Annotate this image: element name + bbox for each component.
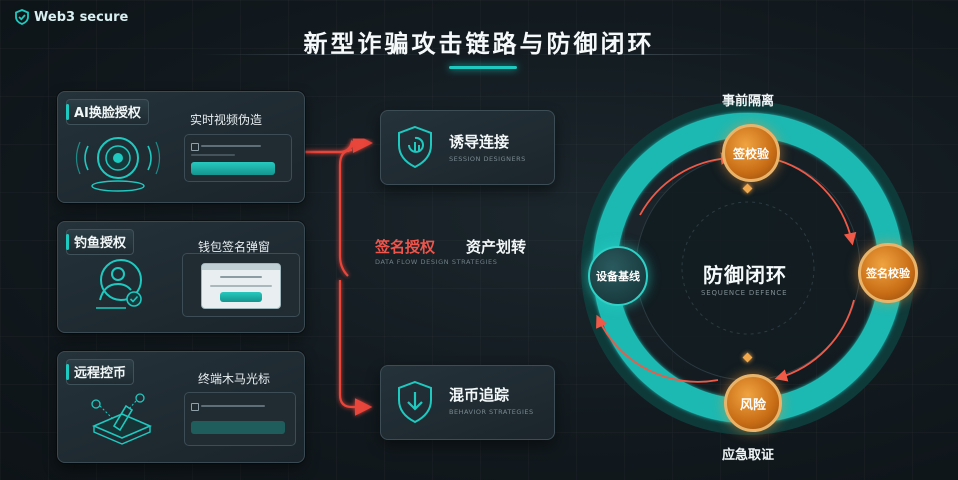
- logo-shield-icon: [15, 9, 29, 25]
- stage-box-trace[interactable]: 混币追踪 BEHAVIOR STRATEGIES: [380, 365, 555, 440]
- mini-line: [201, 145, 261, 147]
- loop-node-risk[interactable]: 风险: [724, 374, 782, 432]
- mini-check: [191, 403, 199, 411]
- stage-subtitle-trace: BEHAVIOR STRATEGIES: [449, 408, 534, 416]
- loop-arrow-4: [596, 314, 719, 383]
- phishing-user-icon: [96, 259, 142, 309]
- loop-arrow-3: [774, 299, 855, 382]
- loop-node-baseline-label: 设备基线: [596, 270, 640, 283]
- shield-link-icon: [398, 125, 432, 169]
- loop-node-signature-check[interactable]: 签名校验: [858, 243, 918, 303]
- mini-line: [210, 285, 272, 287]
- stage-box-connect[interactable]: 诱导连接 SESSION DESIGNERS: [380, 110, 555, 185]
- loop-node-baseline[interactable]: 设备基线: [588, 246, 648, 306]
- flow-subtitle: DATA FLOW DESIGN STRATEGIES: [375, 258, 498, 266]
- loop-top-label: 事前隔离: [722, 94, 775, 109]
- mini-line: [191, 154, 235, 156]
- wallet-signature-popup: [201, 263, 281, 309]
- shield-download-icon: [398, 380, 432, 424]
- panel-tag-phishing: 钓鱼授权: [66, 229, 135, 255]
- loop-arrow-1: [639, 152, 734, 216]
- title-decoration-right: [520, 54, 760, 55]
- panel-tag-remote: 远程控币: [66, 359, 135, 385]
- stage-title-connect: 诱导连接: [449, 133, 510, 151]
- loop-node-signature-check-label: 签名校验: [866, 267, 910, 280]
- remote-control-icon: [91, 393, 153, 445]
- mini-line: [201, 405, 265, 407]
- phishing-mini-card: [182, 253, 300, 317]
- popup-header: [202, 264, 280, 270]
- webcam-icon: [75, 137, 161, 192]
- loop-node-verify-label: 签校验: [732, 146, 769, 161]
- mini-button[interactable]: [191, 421, 285, 434]
- inner-dashed-circle: [681, 201, 815, 335]
- page-title: 新型诈骗攻击链路与防御闭环: [303, 30, 655, 58]
- branch-down-arrow: [338, 280, 373, 416]
- logo-text: Web3 secure: [34, 9, 129, 25]
- loop-node-verify[interactable]: 签校验: [722, 124, 780, 182]
- loop-center-title: 防御闭环: [703, 263, 787, 287]
- logo: Web3 secure: [14, 9, 128, 25]
- panel-tag-ai-face: AI换脸授权: [66, 99, 149, 125]
- panel-subtitle-phishing: 钱包签名弹窗: [198, 240, 271, 254]
- loop-center-subtitle: SEQUENCE DEFENCE: [701, 289, 788, 297]
- branch-up-line: [338, 148, 353, 277]
- loop-arrow-2: [769, 157, 857, 246]
- popup-button[interactable]: [220, 292, 262, 302]
- mini-line: [220, 276, 262, 278]
- remote-mini-card: [184, 392, 296, 446]
- mini-button[interactable]: [191, 162, 275, 175]
- title-bar: 新型诈骗攻击链路与防御闭环: [0, 24, 958, 59]
- attack-panel-remote[interactable]: 远程控币 终端木马光标: [57, 351, 305, 463]
- stage-title-trace: 混币追踪: [449, 386, 510, 404]
- stage-subtitle-connect: SESSION DESIGNERS: [449, 155, 526, 163]
- flow-label-sign: 签名授权: [375, 238, 436, 256]
- loop-bottom-label: 应急取证: [722, 448, 775, 463]
- loop-node-risk-label: 风险: [739, 397, 766, 413]
- panel-subtitle-remote: 终端木马光标: [198, 372, 271, 386]
- title-decoration-left: [200, 54, 440, 55]
- title-underline: [449, 66, 517, 69]
- panel-subtitle-ai-face: 实时视频伪造: [190, 113, 263, 127]
- ai-face-mini-card: [184, 134, 292, 182]
- mini-check: [191, 143, 199, 151]
- attack-panel-ai-face[interactable]: AI换脸授权 实时视频伪造: [57, 91, 305, 203]
- flow-label-transfer: 资产划转: [466, 238, 527, 256]
- attack-panel-phishing[interactable]: 钓鱼授权 钱包签名弹窗: [57, 221, 305, 333]
